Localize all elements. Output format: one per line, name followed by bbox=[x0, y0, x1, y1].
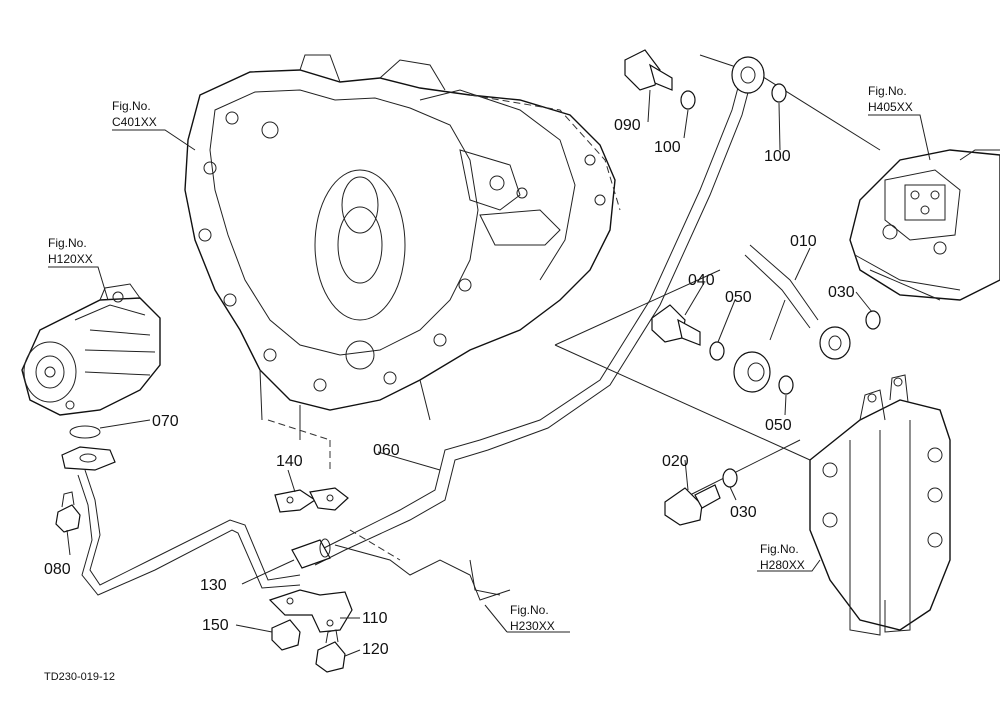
part-label-090[interactable]: 090 bbox=[614, 117, 641, 134]
fig-ref-label: Fig.No. bbox=[510, 603, 549, 617]
part-label-100[interactable]: 100 bbox=[764, 148, 791, 165]
bolt-120 bbox=[315, 629, 346, 673]
plug-020 bbox=[664, 484, 721, 526]
fig-ref-code: H280XX bbox=[760, 558, 805, 572]
washer-030a bbox=[865, 310, 881, 330]
transmission-housing bbox=[184, 54, 621, 440]
part-label-030[interactable]: 030 bbox=[730, 504, 757, 521]
control-valve-upper bbox=[849, 149, 1000, 301]
fig-ref-h280[interactable]: Fig.No. H280XX bbox=[760, 542, 805, 572]
part-label-050[interactable]: 050 bbox=[765, 417, 792, 434]
bracket-110 bbox=[268, 589, 353, 633]
part-label-130[interactable]: 130 bbox=[200, 577, 227, 594]
bushing-130 bbox=[291, 538, 331, 569]
banjo-bolt-040 bbox=[651, 304, 701, 346]
fig-ref-h230[interactable]: Fig.No. H230XX bbox=[510, 603, 555, 633]
fig-ref-c401[interactable]: Fig.No. C401XX bbox=[112, 99, 157, 129]
washer-100b bbox=[771, 83, 787, 103]
flange bbox=[61, 446, 116, 471]
part-label-150[interactable]: 150 bbox=[202, 617, 229, 634]
fig-ref-label: Fig.No. bbox=[48, 236, 87, 250]
part-label-050[interactable]: 050 bbox=[725, 289, 752, 306]
fig-ref-h405[interactable]: Fig.No. H405XX bbox=[868, 84, 913, 114]
fig-ref-label: Fig.No. bbox=[868, 84, 907, 98]
fig-ref-code: H405XX bbox=[868, 100, 913, 114]
control-valve-lower bbox=[809, 374, 951, 636]
fig-ref-code: C401XX bbox=[112, 115, 157, 129]
part-label-080[interactable]: 080 bbox=[44, 561, 71, 578]
washer-030b bbox=[722, 468, 738, 488]
delivery-pipe-010 bbox=[733, 244, 851, 393]
part-label-060[interactable]: 060 bbox=[373, 442, 400, 459]
part-label-030[interactable]: 030 bbox=[828, 284, 855, 301]
drawing-code: TD230-019-12 bbox=[44, 671, 115, 683]
bolt-080 bbox=[55, 491, 81, 533]
part-label-020[interactable]: 020 bbox=[662, 453, 689, 470]
washer-100a bbox=[680, 90, 696, 110]
fig-ref-code: H120XX bbox=[48, 252, 93, 266]
washer-050b bbox=[778, 375, 794, 395]
part-label-100[interactable]: 100 bbox=[654, 139, 681, 156]
clamp-140 bbox=[274, 487, 349, 513]
part-label-040[interactable]: 040 bbox=[688, 272, 715, 289]
part-label-070[interactable]: 070 bbox=[152, 413, 179, 430]
delivery-pipe-060 bbox=[309, 79, 751, 566]
part-label-010[interactable]: 010 bbox=[790, 233, 817, 250]
banjo-bolt-090 bbox=[624, 49, 673, 91]
suction-pipe bbox=[77, 469, 511, 601]
part-label-120[interactable]: 120 bbox=[362, 641, 389, 658]
o-ring-070 bbox=[69, 425, 101, 439]
fig-ref-label: Fig.No. bbox=[760, 542, 799, 556]
fig-ref-label: Fig.No. bbox=[112, 99, 151, 113]
fig-ref-h120[interactable]: Fig.No. H120XX bbox=[48, 236, 93, 266]
part-label-140[interactable]: 140 bbox=[276, 453, 303, 470]
fig-ref-code: H230XX bbox=[510, 619, 555, 633]
pipe-eye-090 bbox=[731, 56, 765, 94]
part-label-110[interactable]: 110 bbox=[362, 610, 388, 627]
label-leaders bbox=[48, 89, 931, 657]
washer-050a bbox=[709, 341, 725, 361]
hydraulic-pump bbox=[21, 283, 161, 416]
bolt-150 bbox=[271, 619, 301, 651]
